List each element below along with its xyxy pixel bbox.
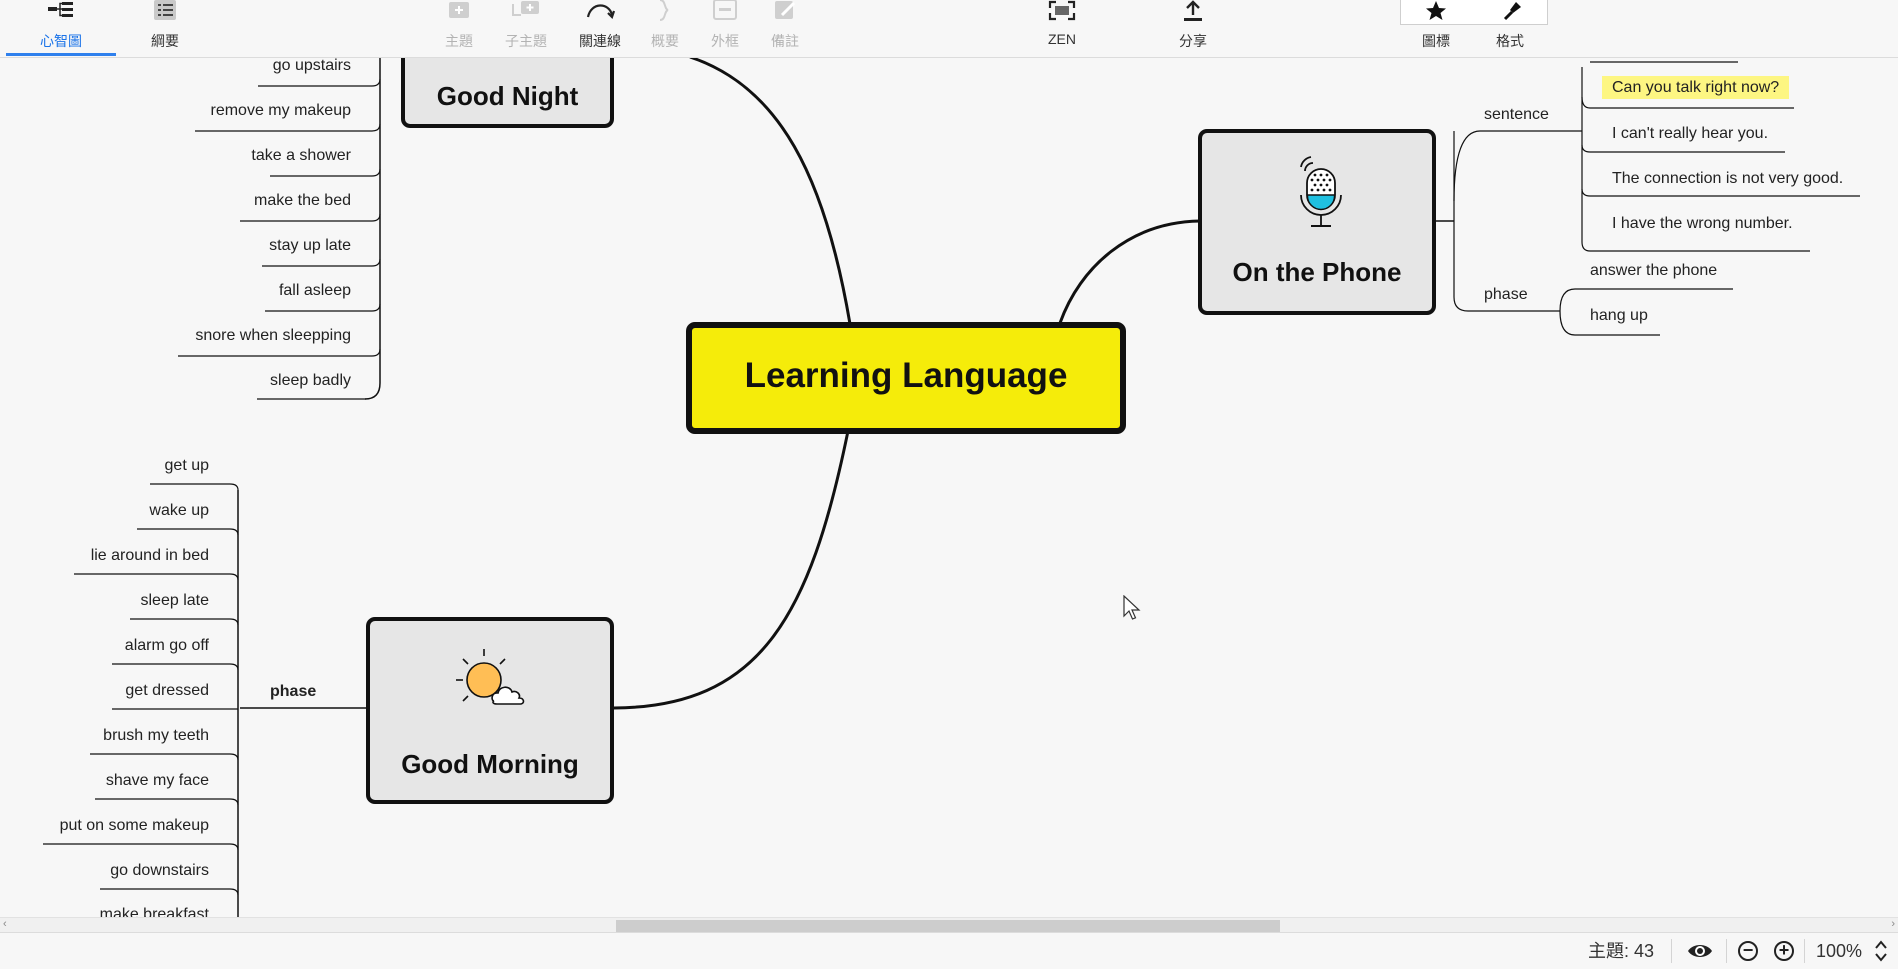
leaf-sentence-3[interactable]: The connection is not very good. [1612, 170, 1844, 187]
leaf-good-morning-3[interactable]: lie around in bed [90, 547, 209, 564]
zoom-in-button[interactable]: + [1774, 941, 1794, 961]
sun-cloud-icon [456, 649, 525, 705]
brush-icon [1503, 2, 1521, 21]
share-button-label: 分享 [1179, 33, 1207, 49]
scrollbar-thumb[interactable] [616, 920, 1280, 932]
node-good-night[interactable]: Good Night [401, 57, 614, 128]
outline-tab[interactable]: 綱要 [120, 0, 210, 56]
microphone-icon [1300, 156, 1342, 227]
boundary-icon [713, 0, 737, 20]
leaf-good-night-1[interactable]: go upstairs [272, 57, 351, 74]
node-good-night-title: Good Night [436, 81, 579, 111]
status-divider-3 [1804, 939, 1805, 963]
mindmap-tab[interactable]: 心智圖 [6, 0, 116, 56]
relationship-icon [586, 4, 616, 20]
outline-icon [154, 0, 176, 20]
horizontal-scrollbar[interactable]: ‹ › [0, 917, 1898, 933]
leaf-good-morning-9[interactable]: put on some makeup [59, 817, 209, 834]
node-good-morning[interactable]: Good Morning [366, 617, 614, 804]
notes-button[interactable]: 備註 [762, 0, 808, 56]
leaf-good-night-2[interactable]: remove my makeup [210, 102, 352, 119]
status-divider-2 [1726, 939, 1727, 963]
scroll-left-arrow-icon[interactable]: ‹ [3, 918, 7, 930]
toolbar: 心智圖 綱要 主題 子主題 關連線 [0, 0, 1898, 58]
node-on-the-phone-title: On the Phone [1232, 257, 1402, 287]
format-button-label: 格式 [1496, 33, 1524, 49]
add-topic-icon [449, 2, 469, 18]
topic-button-label: 主題 [445, 33, 473, 49]
leaf-phase-1[interactable]: answer the phone [1590, 262, 1718, 279]
mouse-cursor-icon [1123, 595, 1141, 620]
notes-button-label: 備註 [771, 33, 799, 49]
summary-button[interactable]: 概要 [642, 0, 688, 56]
node-good-morning-title: Good Morning [401, 749, 579, 779]
node-on-the-phone[interactable]: On the Phone [1198, 129, 1436, 315]
leaf-good-morning-8[interactable]: shave my face [105, 772, 209, 789]
leaf-good-morning-4[interactable]: sleep late [140, 592, 210, 609]
relationship-button-label: 關連線 [579, 33, 621, 49]
zoom-out-button[interactable]: − [1738, 941, 1758, 961]
phone-sentence-label[interactable]: sentence [1484, 106, 1549, 123]
share-upload-icon [1184, 0, 1202, 21]
leaf-sentence-4[interactable]: I have the wrong number. [1612, 215, 1793, 232]
icons-button[interactable]: 圖標 [1400, 0, 1472, 56]
star-icon [1426, 1, 1446, 20]
scroll-right-arrow-icon[interactable]: › [1891, 918, 1895, 930]
subtopic-button-label: 子主題 [505, 33, 547, 49]
eye-icon[interactable] [1686, 941, 1714, 961]
leaf-good-night-7[interactable]: snore when sleepping [195, 327, 351, 344]
leaf-good-morning-2[interactable]: wake up [149, 502, 209, 519]
leaf-good-night-3[interactable]: take a shower [251, 147, 351, 164]
relationship-button[interactable]: 關連線 [570, 0, 630, 56]
icons-format-panel-frame [1400, 0, 1548, 25]
leaf-good-morning-11[interactable]: make breakfast [99, 906, 209, 917]
share-button[interactable]: 分享 [1170, 0, 1216, 56]
leaf-sentence-1-text: Can you talk right now? [1602, 76, 1790, 99]
leaf-good-morning-7[interactable]: brush my teeth [103, 727, 209, 744]
notes-pencil-icon [775, 1, 796, 19]
leaf-good-morning-10[interactable]: go downstairs [110, 862, 209, 879]
zen-fullscreen-icon [1048, 0, 1076, 21]
leaf-phase-2[interactable]: hang up [1590, 307, 1648, 324]
zen-button-label: ZEN [1048, 31, 1076, 47]
leaf-good-night-5[interactable]: stay up late [269, 237, 351, 254]
zoom-stepper-icon[interactable] [1874, 939, 1888, 963]
leaf-good-night-6[interactable]: fall asleep [278, 282, 351, 299]
leaf-sentence-2[interactable]: I can't really hear you. [1612, 125, 1769, 142]
summary-button-label: 概要 [651, 33, 679, 49]
leaf-good-morning-1[interactable]: get up [164, 457, 209, 474]
leaf-good-night-4[interactable]: make the bed [254, 192, 351, 209]
status-divider [1671, 939, 1672, 963]
zoom-level: 100% [1816, 941, 1863, 961]
leaf-good-night-8[interactable]: sleep badly [270, 372, 351, 389]
topic-button[interactable]: 主題 [436, 0, 482, 56]
leaf-good-morning-5[interactable]: alarm go off [124, 637, 209, 654]
format-button[interactable]: 格式 [1474, 0, 1546, 56]
add-subtopic-icon [512, 1, 539, 16]
subtopic-button[interactable]: 子主題 [498, 0, 554, 56]
mindmap-tab-label: 心智圖 [40, 33, 82, 49]
mindmap-icon [48, 2, 73, 17]
central-topic-title: Learning Language [744, 356, 1068, 395]
active-tab-indicator [6, 53, 116, 56]
zen-button[interactable]: ZEN [1040, 0, 1084, 56]
status-bar: 主題: 43 − + 100% [0, 932, 1898, 969]
summary-brace-icon [659, 0, 669, 21]
good-morning-phase-label[interactable]: phase [270, 683, 317, 700]
central-topic[interactable]: Learning Language [686, 322, 1126, 434]
boundary-button[interactable]: 外框 [702, 0, 748, 56]
icons-button-label: 圖標 [1422, 33, 1450, 49]
leaf-good-morning-6[interactable]: get dressed [125, 682, 209, 699]
leaf-sentence-1[interactable]: Can you talk right now? [1602, 76, 1790, 99]
topic-count: 主題: 43 [1588, 941, 1655, 961]
outline-tab-label: 綱要 [151, 33, 179, 49]
connector-lines [43, 57, 1860, 917]
phone-phase-label[interactable]: phase [1484, 286, 1528, 303]
boundary-button-label: 外框 [711, 33, 739, 49]
mindmap-canvas[interactable]: Good Night go upstairs remove my makeup … [0, 57, 1898, 917]
